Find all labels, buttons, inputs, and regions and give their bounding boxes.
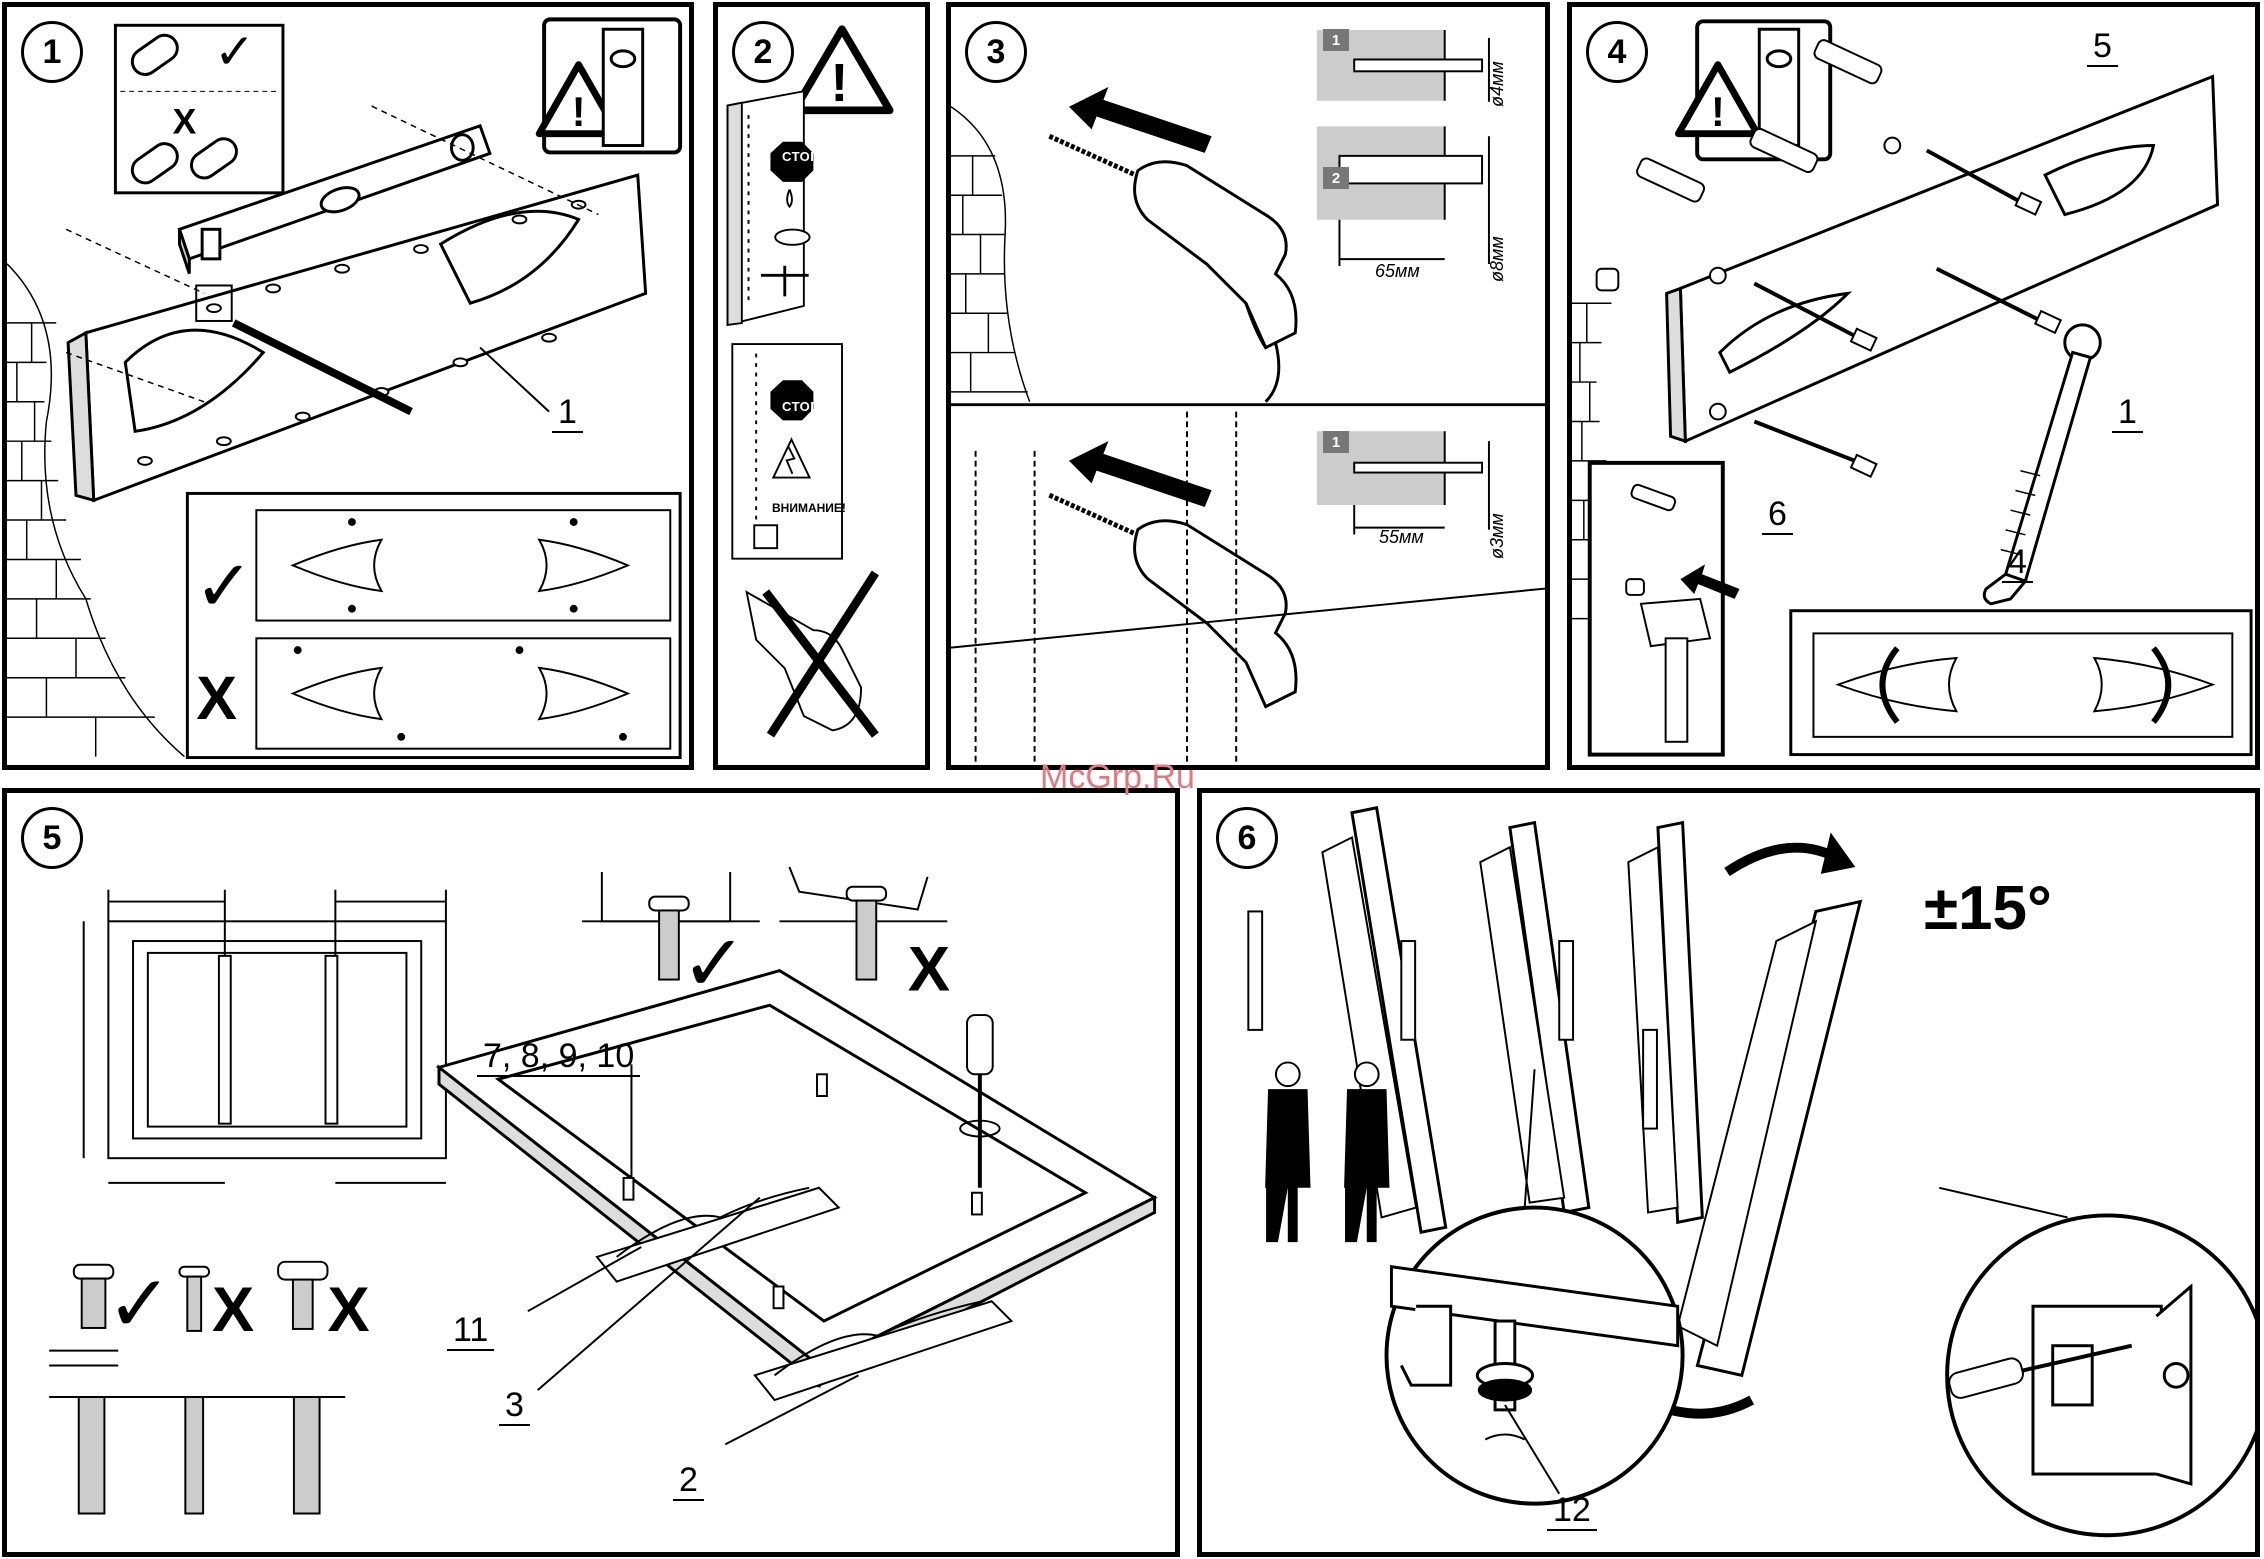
tilt-angle-label: ±15° [1924, 873, 2052, 944]
callout-1: 1 [552, 395, 583, 433]
depth-label: 65мм [1375, 261, 1420, 282]
check-mark: ✓ [214, 23, 255, 81]
panel-step-2: 2 ! СТОП СТОП ВНИМАНИЕ! [713, 2, 930, 770]
svg-text:X: X [212, 1275, 254, 1345]
drill-step-badge: 1 [1323, 29, 1349, 51]
drilling-holes-drawing [951, 7, 1545, 765]
drill-step-badge: 1 [1323, 431, 1349, 453]
panel-step-3: 3 [946, 2, 1550, 770]
svg-text:✓: ✓ [194, 545, 253, 628]
svg-text:!: ! [1711, 89, 1725, 135]
callout-12: 12 [1547, 1493, 1597, 1531]
stop-sign-label: СТОП [782, 149, 820, 164]
svg-text:X: X [327, 1275, 369, 1345]
step-number: 2 [732, 21, 794, 83]
callout-7-8-9-10: 7, 8, 9, 10 [477, 1039, 640, 1077]
mounting-plate-level-drawing: ✓ X ! [7, 7, 689, 765]
svg-text:✓: ✓ [106, 1258, 172, 1350]
fixing-plate-to-wall-drawing: ! [1572, 7, 2255, 765]
warning-label: ВНИМАНИЕ! [772, 501, 846, 515]
diameter-label: ø4мм [1487, 61, 1508, 107]
panel-step-1: 1 ✓ X ! [2, 2, 694, 770]
svg-text:X: X [908, 934, 950, 1004]
step-number: 1 [21, 21, 83, 83]
diameter-label: ø3мм [1487, 513, 1508, 559]
callout-1: 1 [2112, 395, 2143, 433]
svg-text:!: ! [572, 89, 586, 135]
do-not-drill-near-wiring-drawing: ! [718, 7, 925, 765]
callout-5: 5 [2087, 29, 2118, 67]
depth-label: 55мм [1379, 527, 1424, 548]
svg-text:X: X [196, 664, 237, 732]
panel-step-4: 4 ! [1567, 2, 2260, 770]
callout-6: 6 [1762, 497, 1793, 535]
drill-step-badge: 2 [1323, 167, 1349, 189]
panel-step-6: 6 [1197, 788, 2260, 1557]
panel-step-5: 5 ✓ X [2, 788, 1180, 1557]
callout-3: 3 [499, 1388, 530, 1426]
step-number: 4 [1586, 21, 1648, 83]
callout-11: 11 [447, 1313, 494, 1351]
step-number: 6 [1216, 807, 1278, 869]
svg-text:X: X [173, 102, 197, 142]
callout-2: 2 [673, 1463, 704, 1501]
attaching-brackets-to-tv-drawing: ✓ X [7, 793, 1175, 1552]
step-number: 5 [21, 807, 83, 869]
callout-4: 4 [2002, 545, 2033, 583]
svg-text:!: ! [831, 54, 849, 113]
diameter-label: ø8мм [1487, 236, 1508, 282]
stop-sign-label: СТОП [782, 399, 820, 414]
watermark: McGrp.Ru [1040, 758, 1195, 797]
step-number: 3 [965, 21, 1027, 83]
hanging-tv-and-tilt-drawing [1202, 793, 2255, 1552]
